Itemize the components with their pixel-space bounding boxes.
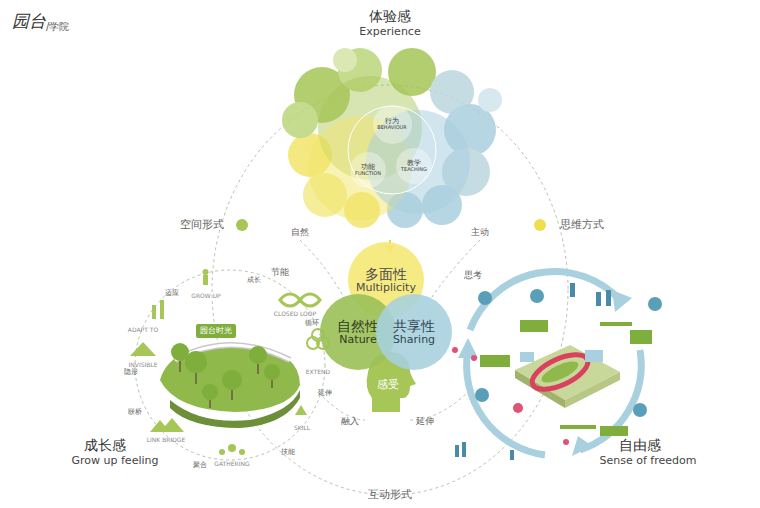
node-text: 感受	[377, 379, 399, 392]
label: 技能	[281, 448, 295, 456]
label: 成长	[247, 276, 261, 284]
node-subtitle: BEHAVIOUR	[377, 125, 406, 131]
node-title: 园台时光	[200, 326, 232, 335]
head-shape: 感受	[373, 377, 403, 394]
label: 隐形	[124, 368, 138, 376]
node-title: 共享性	[393, 318, 435, 334]
label: 融入	[341, 416, 359, 426]
node-text: 共享性Sharing	[393, 318, 435, 347]
label: 思维方式	[560, 219, 604, 232]
label: 思考	[464, 270, 482, 280]
label: 主动	[471, 227, 489, 237]
node-title: 自然性	[337, 318, 379, 334]
label: 互动形式	[368, 489, 412, 502]
label: /学院	[46, 21, 69, 33]
label: 自由感	[619, 437, 661, 453]
label: 聚合	[193, 461, 207, 469]
node-title: 功能	[355, 163, 381, 171]
label: 自然	[291, 227, 309, 237]
node-text: 多面性Multiplicity	[356, 266, 416, 295]
label: GROW UP	[191, 293, 220, 300]
label: Experience	[359, 26, 420, 39]
concept-circle: 共享性Sharing	[376, 294, 452, 370]
label: Grow up feeling	[72, 455, 159, 468]
node-title: 行为	[377, 117, 406, 125]
node-text: 功能FUNCTION	[355, 163, 381, 177]
label: 空间形式	[180, 219, 224, 232]
label: INVISIBLE	[129, 362, 158, 369]
label: SKILL	[294, 425, 310, 432]
label: CLOSED LOOP	[274, 311, 316, 318]
node-text: 园台时光	[200, 326, 232, 335]
node-subtitle: Sharing	[393, 334, 435, 347]
concept-circle: 教学TEACHING	[396, 148, 432, 184]
label: GATHERING	[214, 461, 249, 468]
node-subtitle: FUNCTION	[355, 171, 381, 177]
node-text: 教学TEACHING	[401, 159, 427, 173]
label: ADAPT TO	[128, 327, 158, 334]
label: LINK BRIDGE	[147, 437, 186, 444]
label: 体验感	[369, 8, 411, 24]
label: 联桥	[128, 408, 142, 416]
node-subtitle: Multiplicity	[356, 282, 416, 295]
label: 节能	[271, 267, 289, 277]
node-text: 行为BEHAVIOUR	[377, 117, 406, 131]
node-title: 感受	[377, 379, 399, 392]
title: 园台	[12, 12, 46, 32]
label: 成长感	[84, 437, 126, 453]
label: 延伸	[318, 389, 332, 397]
label: Sense of freedom	[600, 455, 697, 468]
label: 适应	[165, 289, 179, 297]
node-text: 自然性Nature	[337, 318, 379, 347]
label: 循环	[305, 319, 319, 327]
label: 延伸	[416, 416, 434, 426]
concept-circle: 功能FUNCTION	[350, 152, 386, 188]
node-subtitle: Nature	[337, 334, 379, 347]
node-title: 多面性	[356, 266, 416, 282]
node-title: 教学	[401, 159, 427, 167]
label: EXTEND	[306, 369, 330, 376]
concept-circle: 行为BEHAVIOUR	[373, 105, 412, 144]
tag-box: 园台时光	[196, 324, 236, 338]
node-subtitle: TEACHING	[401, 167, 427, 173]
